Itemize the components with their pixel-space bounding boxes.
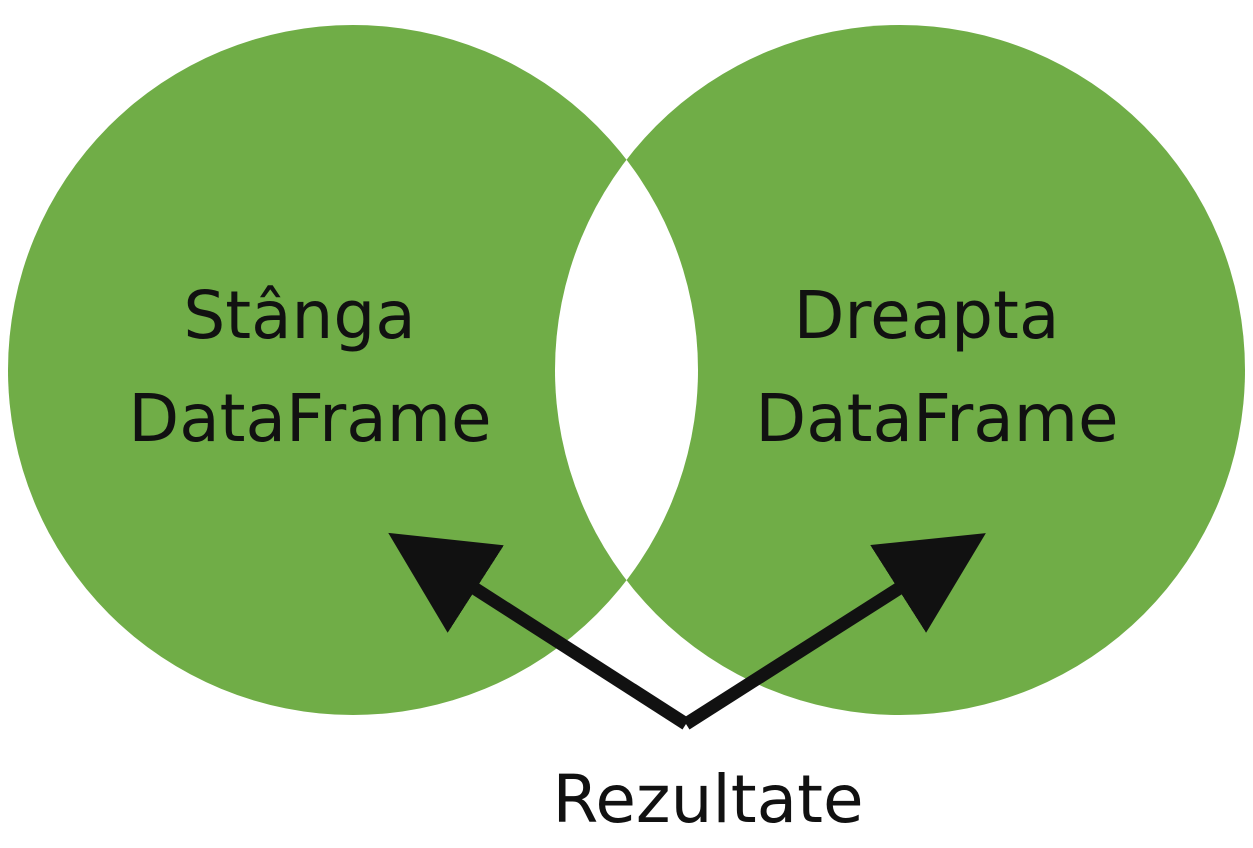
arrow-to-right-set	[682, 533, 986, 730]
result-label: Rezultate	[552, 761, 863, 838]
right-set-label: Dreapta DataFrame	[755, 277, 1118, 457]
arrow-to-left-set	[388, 532, 690, 730]
left-set-label: Stânga DataFrame	[128, 277, 491, 457]
left-set-label-line1: Stânga	[183, 277, 415, 354]
left-set-label-line2: DataFrame	[128, 380, 491, 457]
right-set-label-line1: Dreapta	[794, 277, 1060, 354]
right-set-circle	[555, 25, 1245, 715]
left-set-circle	[8, 25, 698, 715]
right-set-label-line2: DataFrame	[755, 380, 1118, 457]
